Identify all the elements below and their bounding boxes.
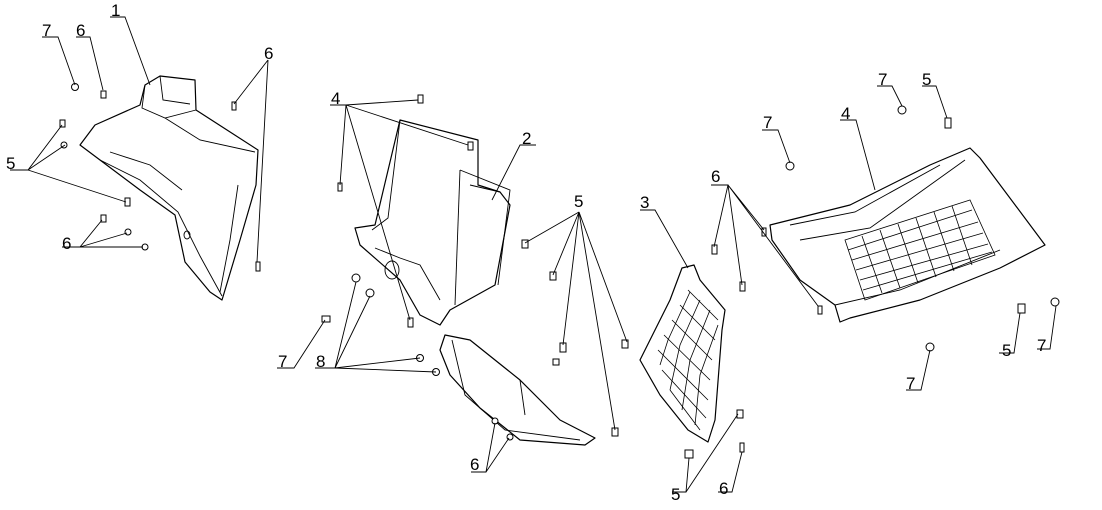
part-3-grille	[639, 264, 726, 443]
callout-7: 7	[42, 21, 51, 40]
callout-5: 5	[574, 192, 583, 211]
callout-6: 6	[62, 234, 71, 253]
callout-3: 3	[640, 193, 649, 212]
callout-6: 6	[711, 167, 720, 186]
callout-labels: 1 2 3 4 4 5 5 5 5 5 6 6 6 6 6 6 7 7 7 7 …	[6, 1, 1046, 504]
callout-7: 7	[278, 352, 287, 371]
part-2-center-cover	[354, 119, 596, 446]
callout-4: 4	[841, 104, 850, 123]
leader-lines	[10, 16, 1057, 493]
part-4-floor-tray	[769, 147, 1046, 323]
callout-8: 8	[316, 352, 325, 371]
callout-5: 5	[1002, 341, 1011, 360]
callout-6: 6	[719, 479, 728, 498]
callout-5: 5	[6, 154, 15, 173]
callout-2: 2	[522, 129, 531, 148]
callout-5: 5	[922, 70, 931, 89]
callout-6: 6	[76, 21, 85, 40]
callout-4: 4	[331, 89, 340, 108]
callout-7: 7	[906, 374, 915, 393]
callout-5: 5	[671, 485, 680, 504]
callout-1: 1	[111, 1, 120, 20]
callout-6: 6	[470, 455, 479, 474]
callout-7: 7	[878, 70, 887, 89]
callout-6: 6	[264, 44, 273, 63]
callout-7: 7	[763, 113, 772, 132]
part-1-left-panel	[79, 75, 259, 301]
callout-7: 7	[1037, 336, 1046, 355]
